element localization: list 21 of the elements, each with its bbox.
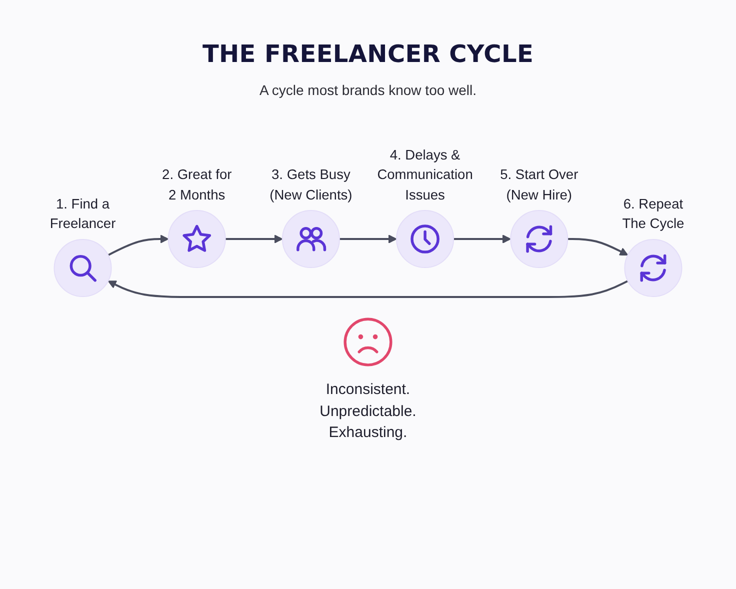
summary-text: Inconsistent. Unpredictable. Exhausting.: [318, 380, 418, 444]
step-label: 3. Gets Busy (New Clients): [270, 166, 352, 204]
arrow: [568, 238, 628, 256]
step-circle: [54, 239, 112, 298]
step-label: 6. Repeat The Cycle: [622, 194, 684, 234]
arrow: [108, 234, 169, 256]
step-circle: [624, 239, 682, 298]
step-label: 2. Great for 2 Months: [162, 166, 232, 204]
arrow: [339, 234, 397, 244]
step-circle: [510, 210, 568, 268]
step-label: 5. Start Over (New Hire): [500, 166, 578, 204]
step-circle: [168, 210, 226, 268]
step-circle: [282, 210, 340, 268]
arrow: [108, 280, 628, 298]
step-label: 1. Find a Freelancer: [50, 194, 116, 234]
step-circle: [396, 210, 454, 268]
arrow: [454, 234, 511, 244]
title: THE FREELANCER CYCLE: [202, 40, 534, 68]
step-label: 4. Delays & Communication Issues: [377, 146, 473, 204]
subtitle: A cycle most brands know too well.: [259, 82, 477, 98]
arrow: [225, 234, 283, 244]
